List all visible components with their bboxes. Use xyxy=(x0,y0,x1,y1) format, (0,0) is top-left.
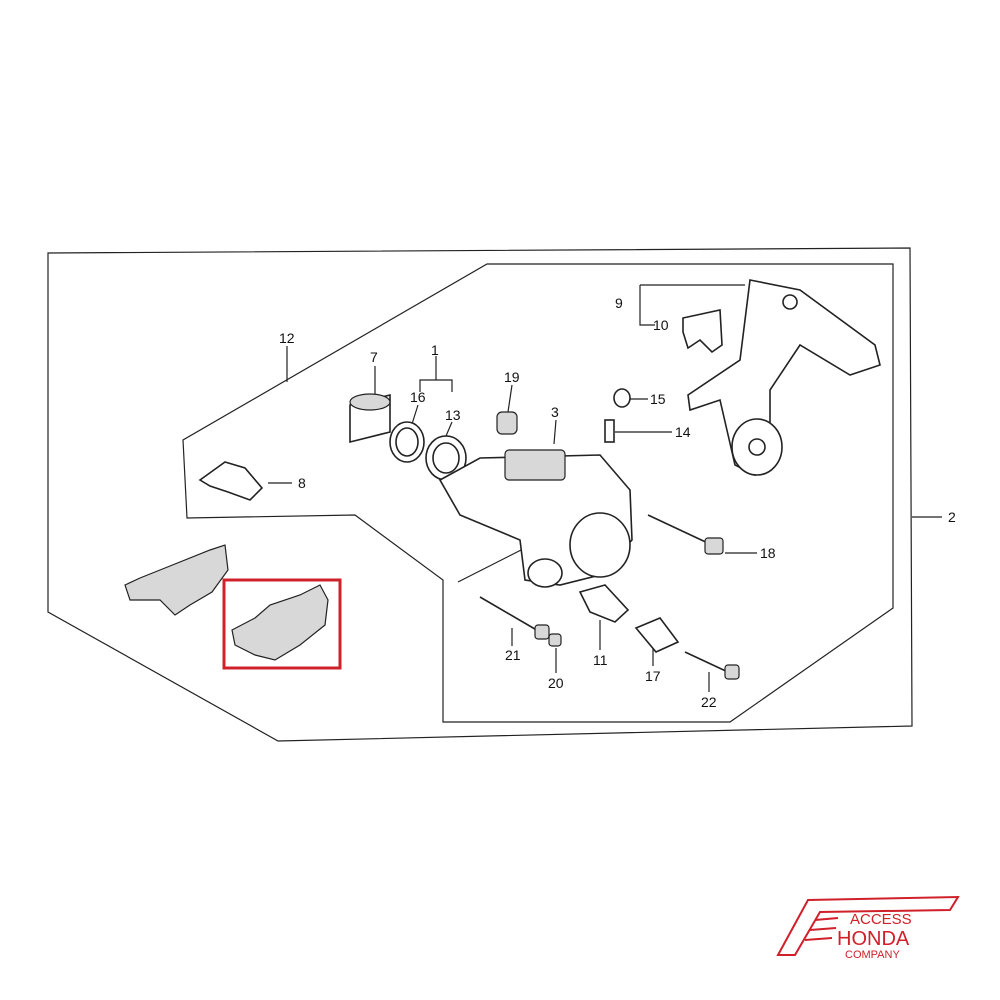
brake-pad-left xyxy=(124,544,229,616)
pad-spring xyxy=(682,309,723,354)
sleeve-bolt xyxy=(479,596,550,640)
boot xyxy=(578,584,630,623)
callout-16[interactable]: 16 xyxy=(410,389,426,405)
callout-21[interactable]: 21 xyxy=(505,647,521,663)
outer-frame xyxy=(47,247,913,742)
logo-line2: HONDA xyxy=(837,928,910,950)
callout-22[interactable]: 22 xyxy=(701,694,717,710)
caliper-body xyxy=(438,449,633,588)
leader-lines xyxy=(268,284,942,692)
callout-9[interactable]: 9 xyxy=(615,295,623,311)
callout-10[interactable]: 10 xyxy=(653,317,669,333)
callout-19[interactable]: 19 xyxy=(504,369,520,385)
pad-retainer-clip xyxy=(198,461,264,501)
callout-18[interactable]: 18 xyxy=(760,545,776,561)
callout-12[interactable]: 12 xyxy=(279,330,295,346)
highlight-box[interactable] xyxy=(222,578,342,670)
piston-seal xyxy=(389,421,425,463)
collar xyxy=(634,617,680,653)
callout-13[interactable]: 13 xyxy=(445,407,461,423)
bleeder-valve xyxy=(604,388,631,443)
callout-14[interactable]: 14 xyxy=(675,424,691,440)
caliper-bracket xyxy=(687,279,881,477)
access-honda-logo: ACCESS HONDA COMPANY xyxy=(776,895,960,961)
flange-bolt xyxy=(684,651,740,680)
pin-bolt xyxy=(647,514,724,555)
callout-labels: 1 2 3 7 8 9 10 11 12 13 14 15 16 17 18 1… xyxy=(279,295,956,710)
callout-11[interactable]: 11 xyxy=(593,652,608,668)
brake-pad-right xyxy=(231,584,329,661)
callout-7[interactable]: 7 xyxy=(370,349,378,365)
piston xyxy=(349,393,391,444)
callout-3[interactable]: 3 xyxy=(551,404,559,420)
callout-2[interactable]: 2 xyxy=(948,509,956,525)
callout-20[interactable]: 20 xyxy=(548,675,564,691)
logo-line3: COMPANY xyxy=(845,949,900,961)
bleeder-cap xyxy=(496,411,518,435)
callout-8[interactable]: 8 xyxy=(298,475,306,491)
callout-17[interactable]: 17 xyxy=(645,668,661,684)
logo-line1: ACCESS xyxy=(850,911,912,928)
inner-frame xyxy=(182,263,894,723)
bleeder-nut xyxy=(548,633,562,647)
callout-1[interactable]: 1 xyxy=(431,342,439,358)
callout-15[interactable]: 15 xyxy=(650,391,666,407)
